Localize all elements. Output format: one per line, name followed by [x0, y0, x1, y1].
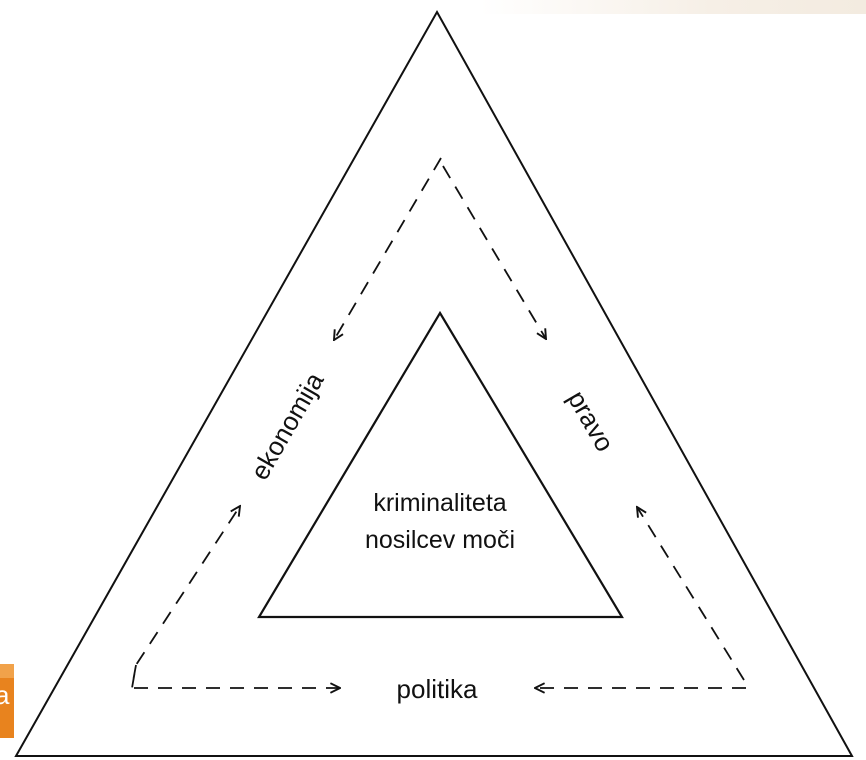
arrow-top-to-pravo [442, 165, 546, 339]
corner-tag-band [0, 664, 14, 678]
top-edge-tint [480, 0, 866, 14]
label-pravo: pravo [562, 385, 621, 456]
arrow-right-corner-to-pravo [637, 507, 745, 681]
arrow-top-to-ekonomija [334, 157, 442, 340]
arrow-left-corner-to-ekonomija [131, 506, 240, 689]
label-politika: politika [397, 674, 478, 704]
inner-label-line1: kriminaliteta [373, 489, 506, 517]
corner-tag: a [0, 664, 14, 738]
label-ekonomija: ekonomija [244, 367, 330, 485]
inner-triangle [257, 310, 624, 619]
corner-tag-glyph: a [0, 680, 10, 710]
outer-triangle [14, 9, 854, 757]
inner-label-line2: nosilcev moči [365, 526, 515, 554]
